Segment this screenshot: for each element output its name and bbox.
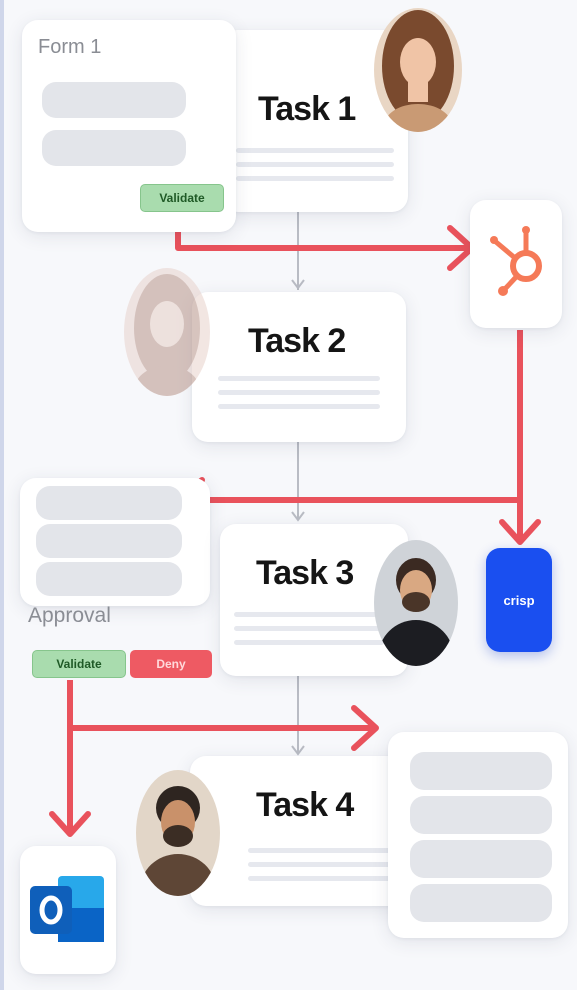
crisp-icon: crisp	[503, 592, 535, 608]
placeholder-line	[236, 148, 394, 153]
data-stack-card-right[interactable]	[388, 732, 568, 938]
hubspot-icon	[490, 226, 542, 296]
data-row	[36, 486, 182, 520]
avatar-man-2	[136, 770, 220, 896]
form-field[interactable]	[42, 82, 186, 118]
form-card[interactable]: Form 1 Validate	[22, 20, 236, 232]
left-frame-border	[0, 0, 4, 990]
placeholder-line	[236, 176, 394, 181]
data-row	[410, 752, 552, 790]
placeholder-line	[218, 390, 380, 395]
placeholder-line	[234, 626, 384, 631]
data-row	[410, 840, 552, 878]
placeholder-line	[218, 404, 380, 409]
crisp-tile[interactable]: crisp	[486, 548, 552, 652]
task-title: Task 3	[256, 554, 354, 592]
data-row	[36, 562, 182, 596]
placeholder-line	[234, 640, 384, 645]
task-title: Task 2	[248, 322, 346, 360]
task-card-4[interactable]: Task 4	[190, 756, 408, 906]
outlook-tile[interactable]	[20, 846, 116, 974]
approval-title: Approval	[28, 604, 111, 627]
task-title: Task 1	[258, 90, 356, 128]
outlook-icon	[30, 876, 104, 942]
form-field[interactable]	[42, 130, 186, 166]
placeholder-line	[218, 376, 380, 381]
data-row	[36, 524, 182, 558]
placeholder-line	[234, 612, 384, 617]
data-row	[410, 884, 552, 922]
hubspot-tile[interactable]	[470, 200, 562, 328]
task-card-3[interactable]: Task 3	[220, 524, 408, 676]
validate-button[interactable]: Validate	[32, 650, 126, 678]
form-title: Form 1	[38, 36, 102, 58]
placeholder-line	[248, 848, 398, 853]
avatar-woman-1	[374, 8, 462, 132]
task-card-2[interactable]: Task 2	[192, 292, 406, 442]
data-row	[410, 796, 552, 834]
approval-card[interactable]: Approval Validate Deny	[20, 596, 228, 690]
placeholder-line	[248, 876, 398, 881]
task-title: Task 4	[256, 786, 354, 824]
placeholder-line	[236, 162, 394, 167]
deny-button[interactable]: Deny	[130, 650, 212, 678]
validate-button[interactable]: Validate	[140, 184, 224, 212]
avatar-man-1	[374, 540, 458, 666]
data-stack-card-left[interactable]	[20, 478, 210, 606]
avatar-woman-2	[124, 268, 210, 396]
placeholder-line	[248, 862, 398, 867]
